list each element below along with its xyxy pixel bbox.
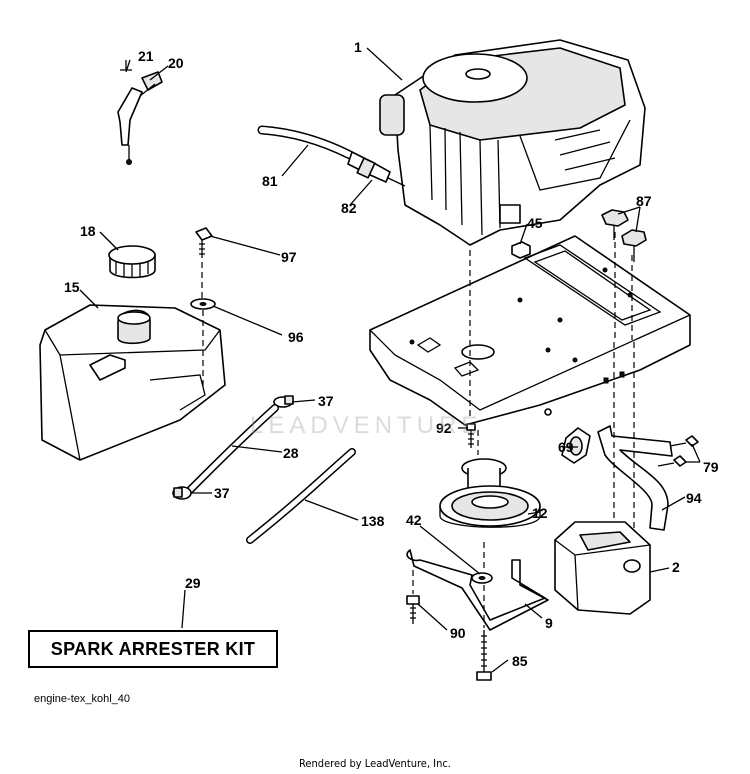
fuel-cap: [108, 245, 156, 279]
callout-1: 1: [354, 39, 362, 55]
callout-21: 21: [138, 48, 154, 64]
callout-9: 9: [545, 615, 553, 631]
exhaust-pipe-94: [597, 425, 673, 531]
callout-97: 97: [281, 249, 297, 265]
footer-credit: Rendered by LeadVenture, Inc.: [299, 757, 451, 770]
callout-20: 20: [168, 55, 184, 71]
callout-numbers: 1 2 9 12 15 18 20 21 28 29 37 37 42 45 6…: [64, 39, 719, 669]
callout-90: 90: [450, 625, 466, 641]
callout-42: 42: [406, 512, 422, 528]
pulley-12: [439, 458, 541, 528]
callout-94: 94: [686, 490, 702, 506]
fuel-line-81: [257, 125, 355, 160]
hose-clamp-bottom: [172, 486, 192, 500]
callout-79: 79: [703, 459, 719, 475]
gasket-69: [561, 427, 591, 464]
leader-lines: [79, 47, 701, 673]
fuel-line-28: [186, 404, 279, 494]
watermark: LEADVENTURE: [250, 412, 483, 439]
bolt-90: [406, 595, 420, 624]
callout-37-top: 37: [318, 393, 334, 409]
callout-81: 81: [262, 173, 278, 189]
callout-12: 12: [532, 505, 548, 521]
callout-87: 87: [636, 193, 652, 209]
callout-37-bottom: 37: [214, 485, 230, 501]
fuel-tank: [39, 304, 226, 461]
callout-138: 138: [361, 513, 385, 529]
callout-15: 15: [64, 279, 80, 295]
washer-96: [190, 298, 216, 310]
spark-arrester-kit-label: SPARK ARRESTER KIT: [50, 638, 256, 659]
muffler-2: [554, 521, 651, 615]
hose-clamp-top: [273, 395, 294, 408]
callout-45: 45: [527, 215, 543, 231]
bolt-85: [476, 630, 492, 681]
callout-18: 18: [80, 223, 96, 239]
callout-28: 28: [283, 445, 299, 461]
screw-97: [195, 227, 213, 258]
knob-87: [601, 209, 647, 262]
callout-69: 69: [558, 439, 574, 455]
callout-29: 29: [185, 575, 201, 591]
callout-85: 85: [512, 653, 528, 669]
bracket-9: [406, 549, 549, 631]
fuel-line-138: [246, 448, 356, 544]
diagram-id: engine-tex_kohl_40: [34, 693, 131, 705]
engine: [379, 39, 646, 246]
spark-arrester-kit-box: SPARK ARRESTER KIT: [28, 630, 278, 668]
callout-82: 82: [341, 200, 357, 216]
nut-45: [511, 241, 531, 259]
fuel-filter-82: [347, 151, 406, 187]
throttle-control: [117, 60, 163, 165]
callout-2: 2: [672, 559, 680, 575]
callout-96: 96: [288, 329, 304, 345]
engine-mount-frame: [369, 235, 691, 426]
bolt-92: [466, 423, 476, 448]
callout-92: 92: [436, 420, 452, 436]
washer-42: [471, 572, 493, 584]
